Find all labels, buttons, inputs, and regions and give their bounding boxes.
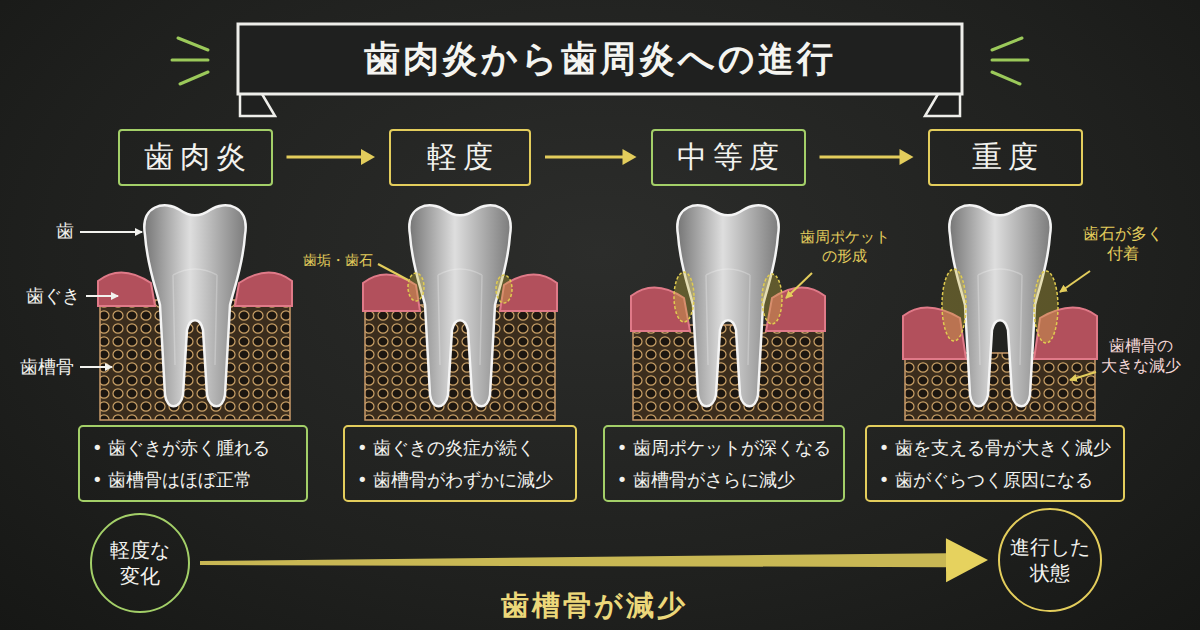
callout-label: 歯槽骨の 大きな減少 [1100,336,1182,376]
progress-arrow [200,538,988,582]
tartar [1034,271,1058,343]
sparkle [172,59,208,62]
stage-box: 中等度 [651,129,806,186]
arrow-head [946,538,988,582]
part-label: 歯 [56,220,74,243]
flow-arrow [545,149,637,165]
tartar [408,273,424,301]
gum [235,272,292,306]
tooth-stage-1 [98,205,292,420]
sparkle [180,72,208,84]
edge-label: 歯槽骨が減少 [501,587,688,625]
callout-label: 歯周ポケット の形成 [798,228,891,266]
gum [98,272,155,306]
flow-arrow [287,149,376,165]
tartar [496,275,512,303]
node-text: 歯肉炎 [138,137,252,178]
scale-circle: 進行した 状態 [998,508,1102,612]
node-text: • 歯槽骨はほぼ正常 [92,468,252,491]
tartar [942,269,966,341]
sparkle [992,38,1022,50]
leader-line [378,264,408,280]
ribbon-tail [240,94,275,116]
callout-label-wrapper: 歯周ポケット の形成 [798,228,891,266]
node-text: 軽度 [421,137,499,178]
node-text: • 歯周ポケットが深くなる [617,436,831,459]
flow-arrow [820,149,914,165]
node-text: 中等度 [671,137,785,178]
part-label: 歯ぐき [26,285,80,308]
banner-frame [238,24,962,94]
callout-label-wrapper: 歯石が多く 付着 [1082,224,1164,264]
node-text: 軽度な 変化 [108,537,172,589]
tooth-stage-4 [903,205,1097,420]
arrow-head [623,149,637,165]
arrow-head [900,149,914,165]
alveolar-bone [633,319,823,420]
leader-line [1070,372,1096,380]
edge-label-wrapper: 歯槽骨が減少 [501,587,688,625]
note-box: • 歯周ポケットが深くなる • 歯槽骨がさらに減少 [603,425,845,502]
node-text: • 歯を支える骨が大きく減少 [879,436,1111,459]
note-box: • 歯ぐきの炎症が続く • 歯槽骨がわずかに減少 [343,425,577,502]
part-label-wrapper: 歯槽骨 [20,356,74,379]
callout-label-wrapper: 歯垢・歯石 [303,252,373,270]
tooth-stage-2 [363,205,557,420]
node-text: • 歯槽骨がさらに減少 [617,468,795,491]
sparkle [992,59,1028,62]
tartar [762,274,782,324]
scale-circle: 軽度な 変化 [90,513,190,613]
stage-box: 軽度 [389,129,531,186]
leader-line [80,366,112,368]
part-label-wrapper: 歯 [56,220,74,243]
tooth-stage-3 [631,205,825,420]
leader-line [1060,271,1090,292]
callout-label-wrapper: 歯槽骨の 大きな減少 [1100,336,1182,376]
part-label: 歯槽骨 [20,356,74,379]
arrow-shaft [820,156,901,159]
node-text: • 歯ぐきの炎症が続く [357,436,535,459]
leader-line [86,295,118,297]
stage-box: 歯肉炎 [118,129,273,186]
title-banner [238,24,962,116]
ribbon-tail [925,94,960,116]
arrow-shaft [200,553,947,567]
sparkle [178,38,208,50]
title-wrapper: 歯肉炎から歯周炎への進行 [238,24,962,94]
node-text: • 歯がぐらつく原因になる [879,468,1093,491]
leader-line [80,231,142,233]
note-box: • 歯を支える骨が大きく減少 • 歯がぐらつく原因になる [865,425,1125,502]
tartar [674,272,694,322]
node-text: 重度 [966,137,1044,178]
title-text: 歯肉炎から歯周炎への進行 [364,35,836,84]
arrow-shaft [287,156,363,159]
leader-line [786,273,812,298]
stage-box: 重度 [928,129,1083,186]
leader-lines [80,232,1096,380]
sparkle [992,72,1020,84]
note-box: • 歯ぐきが赤く腫れる • 歯槽骨はほぼ正常 [78,425,308,502]
tooth [144,205,245,406]
callout-label: 歯垢・歯石 [303,252,373,270]
node-text: 進行した 状態 [1008,534,1092,586]
callout-label: 歯石が多く 付着 [1082,224,1164,264]
part-label-wrapper: 歯ぐき [26,285,80,308]
node-text: • 歯ぐきが赤く腫れる [92,436,270,459]
arrow-shaft [545,156,624,159]
node-text: • 歯槽骨がわずかに減少 [357,468,553,491]
tooth [409,205,510,406]
arrow-head [361,149,375,165]
